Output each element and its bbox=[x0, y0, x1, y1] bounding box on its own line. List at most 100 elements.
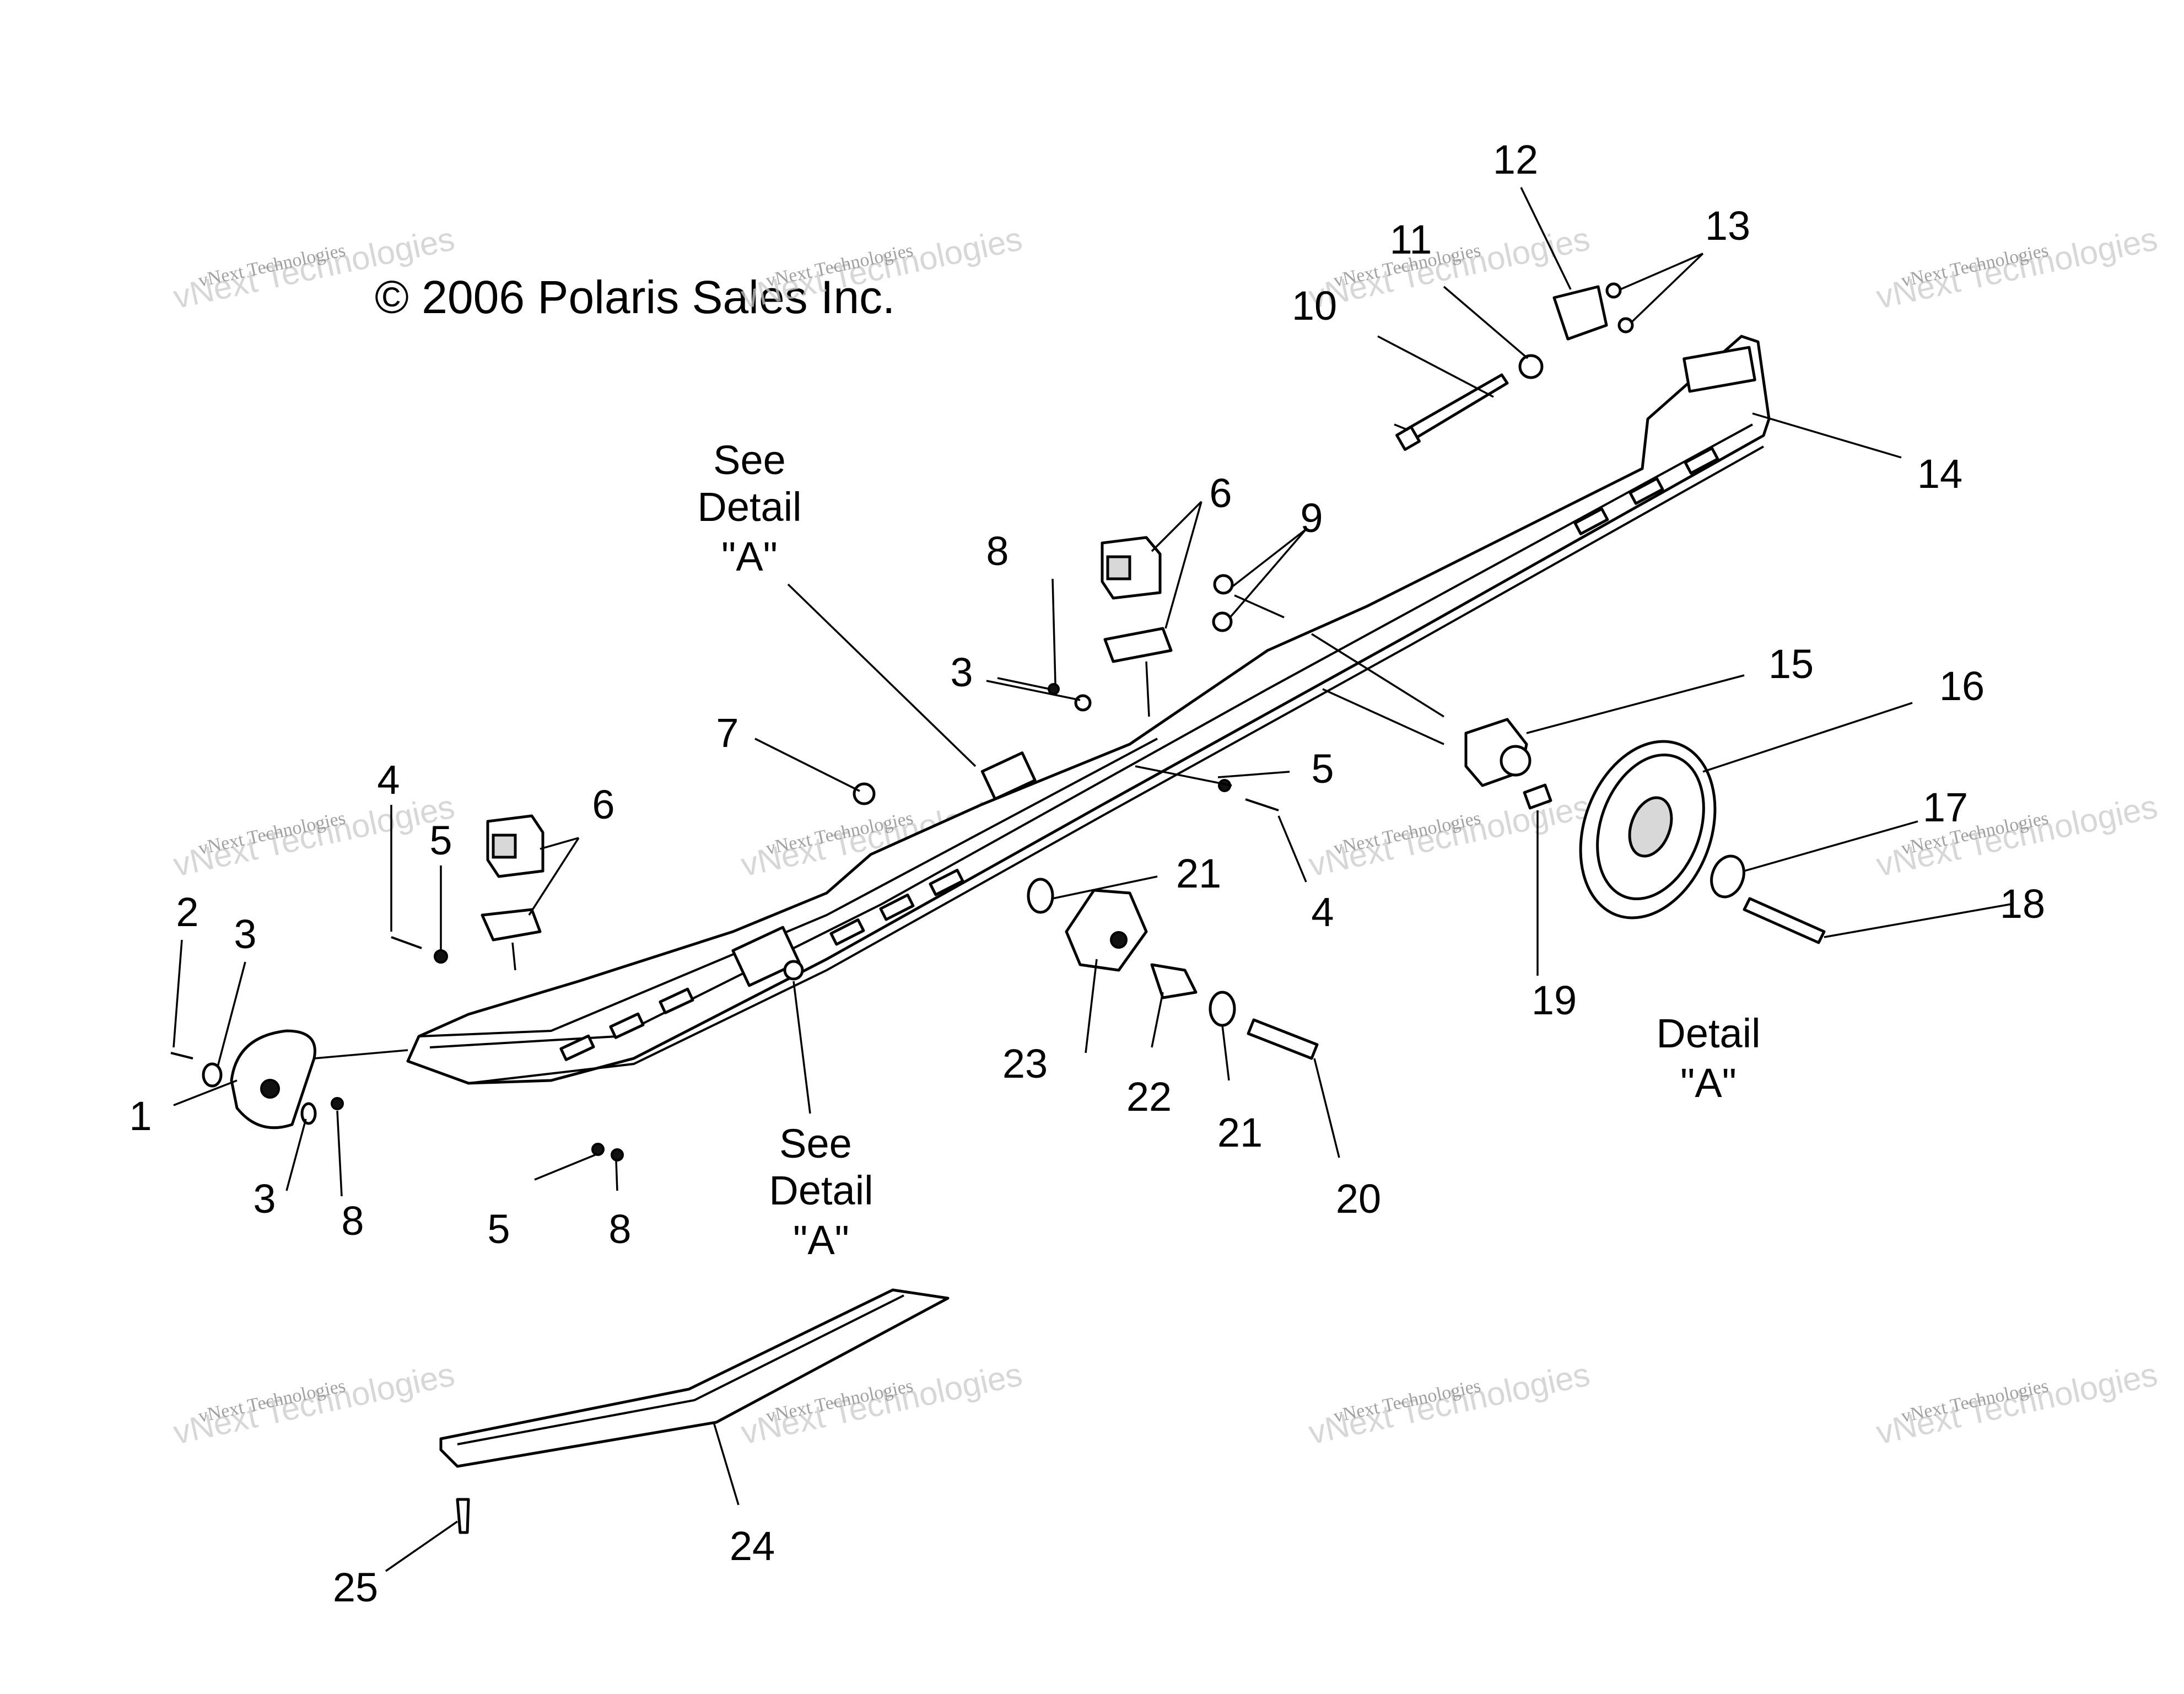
callout-4: 4 bbox=[1311, 889, 1334, 935]
callout-5: 5 bbox=[1311, 746, 1334, 792]
washer-part-3 bbox=[202, 1062, 223, 1088]
detail-note-line: "A" bbox=[793, 1217, 849, 1263]
leader-line bbox=[1229, 528, 1307, 619]
nut-part-8 bbox=[331, 1097, 344, 1110]
callout-6: 6 bbox=[1209, 470, 1232, 516]
copyright-text: © 2006 Polaris Sales Inc. bbox=[375, 271, 895, 323]
leader-line bbox=[1135, 765, 1232, 787]
rail-slot bbox=[1573, 507, 1609, 535]
nut-part-5 bbox=[591, 1143, 605, 1156]
bolt-part-19 bbox=[1523, 783, 1552, 810]
callout-4: 4 bbox=[377, 757, 400, 803]
nut-part-7 bbox=[853, 782, 876, 805]
watermark-tile: vNext Technologies vNext Technologies bbox=[170, 1356, 458, 1451]
bumper-block-left bbox=[481, 814, 544, 942]
leader-line bbox=[1231, 528, 1307, 588]
leader-line bbox=[1752, 412, 1902, 459]
spacer-part-22 bbox=[1150, 963, 1198, 999]
callout-25: 25 bbox=[333, 1564, 378, 1610]
watermark-layer: vNext Technologies vNext Technologies vN… bbox=[170, 220, 2161, 1451]
callout-6: 6 bbox=[592, 782, 614, 827]
callout-13: 13 bbox=[1705, 203, 1750, 249]
watermark-tile: vNext Technologies vNext Technologies bbox=[1873, 788, 2161, 883]
rail-slot bbox=[829, 918, 865, 946]
detail-note-line: "A" bbox=[721, 534, 778, 579]
leader-line bbox=[1394, 423, 1409, 431]
callout-24: 24 bbox=[730, 1523, 775, 1569]
leader-line bbox=[754, 738, 860, 792]
washer-part-3 bbox=[1074, 694, 1092, 712]
bolt-part-18 bbox=[1743, 897, 1826, 944]
mount-hole bbox=[1110, 931, 1128, 949]
callout-21: 21 bbox=[1176, 851, 1221, 896]
leader-line bbox=[1630, 252, 1704, 324]
detail-note-line: Detail bbox=[769, 1168, 873, 1213]
callout-11: 11 bbox=[1390, 217, 1432, 262]
nut-part-9 bbox=[1212, 611, 1233, 632]
leader-line bbox=[1520, 187, 1572, 290]
detail-note-line: See bbox=[713, 437, 786, 483]
leader-line bbox=[528, 837, 580, 916]
callouts: 1 2 3 3 8 4 5 6 5 8 7 3 8 6 9 5 4 21 23 … bbox=[129, 137, 2045, 1610]
wheel-bracket-part-15 bbox=[1464, 718, 1532, 787]
leader-line bbox=[1443, 286, 1529, 359]
leader-line bbox=[1620, 252, 1703, 291]
watermark-tile: vNext Technologies vNext Technologies bbox=[1306, 220, 1593, 315]
detail-caption-line: "A" bbox=[1680, 1060, 1737, 1106]
bolt-part-20 bbox=[1247, 1018, 1319, 1060]
wheel-hub bbox=[1628, 796, 1673, 858]
leader-line bbox=[713, 1422, 740, 1505]
rail-mount-block bbox=[980, 751, 1037, 800]
washer-part-17 bbox=[1710, 854, 1745, 899]
leader-line bbox=[1377, 335, 1494, 398]
wheel-mount-part-23 bbox=[1065, 889, 1148, 972]
leader-line bbox=[1234, 594, 1285, 619]
rail-mount-block bbox=[731, 926, 801, 987]
see-detail-note-top: See Detail "A" bbox=[697, 437, 801, 579]
leader-line bbox=[1052, 875, 1158, 900]
bracket-hole bbox=[1500, 745, 1532, 777]
washer-part-21 bbox=[1027, 878, 1054, 914]
leader-line bbox=[1051, 578, 1056, 684]
callout-16: 16 bbox=[1939, 663, 1985, 709]
callout-23: 23 bbox=[1002, 1041, 1048, 1087]
rail-slot bbox=[929, 868, 964, 896]
bolt-part-4 bbox=[1245, 798, 1279, 811]
nut-part-5 bbox=[434, 949, 448, 964]
leader-line bbox=[787, 583, 977, 767]
leader-line bbox=[1217, 771, 1290, 778]
callout-18: 18 bbox=[2000, 881, 2045, 927]
watermark-tile: vNext Technologies vNext Technologies bbox=[1306, 1356, 1593, 1451]
washer-part-21 bbox=[1209, 991, 1236, 1027]
leader-line bbox=[173, 1079, 238, 1106]
rail-slots bbox=[559, 447, 1719, 1061]
rail-slot bbox=[659, 987, 694, 1014]
see-detail-note-bottom: See Detail "A" bbox=[769, 1121, 873, 1263]
bumper-face bbox=[1106, 555, 1131, 580]
leader-line bbox=[1311, 633, 1444, 718]
idler-wheel-part-16 bbox=[1579, 740, 1717, 919]
detail-note-line: See bbox=[779, 1121, 852, 1166]
rail-edge-line bbox=[468, 445, 1764, 1084]
callout-3: 3 bbox=[950, 649, 973, 695]
leader-line bbox=[511, 942, 516, 971]
leader-line bbox=[1824, 903, 2012, 938]
bracket-part-12 bbox=[1552, 285, 1608, 341]
bolt-part-2 bbox=[170, 1052, 193, 1060]
leader-line bbox=[615, 1160, 618, 1191]
nut-part-9 bbox=[1213, 574, 1234, 595]
leader-line bbox=[534, 1154, 596, 1181]
nut-part-8 bbox=[1048, 683, 1060, 695]
leader-line bbox=[1744, 820, 1918, 872]
callout-10: 10 bbox=[1292, 283, 1337, 329]
callout-3: 3 bbox=[234, 911, 256, 957]
bolt-part-13 bbox=[1617, 317, 1634, 334]
wear-strip-part-24 bbox=[439, 1288, 950, 1468]
leader-line bbox=[1151, 501, 1202, 552]
bolt-part-13 bbox=[1605, 282, 1622, 299]
callout-8: 8 bbox=[986, 528, 1009, 574]
callout-21: 21 bbox=[1217, 1110, 1263, 1155]
washer-part-3 bbox=[300, 1102, 317, 1125]
long-bolt-part-10 bbox=[1395, 373, 1509, 451]
